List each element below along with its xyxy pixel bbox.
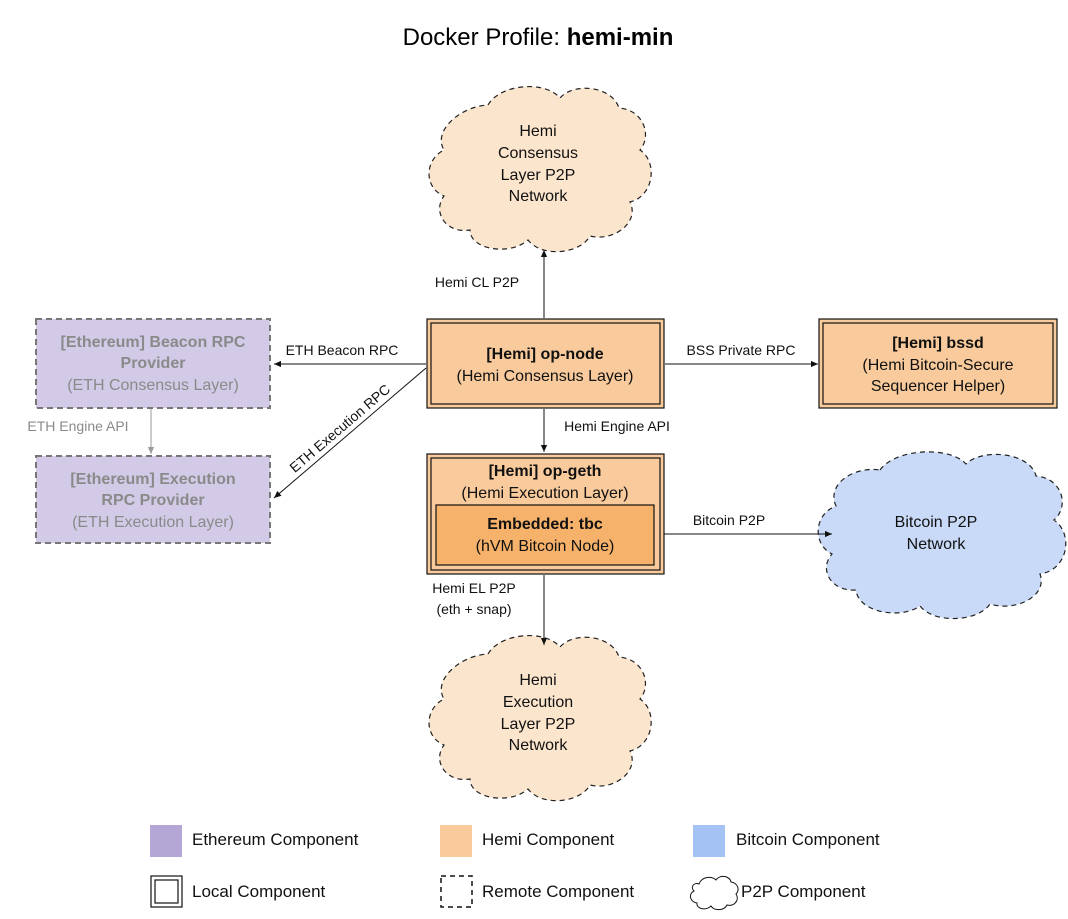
edge-label-cl-p2p: Hemi CL P2P bbox=[435, 274, 519, 290]
cloud-label-line: Consensus bbox=[498, 145, 578, 162]
hemi-consensus-p2p-cloud: Hemi Consensus Layer P2P Network bbox=[428, 86, 652, 253]
edge-label-eth-execution-rpc: ETH Execution RPC bbox=[286, 381, 393, 476]
legend-bitcoin-swatch bbox=[693, 825, 725, 857]
legend-p2p-icon bbox=[689, 875, 739, 911]
edge-label-eth-beacon-rpc: ETH Beacon RPC bbox=[286, 342, 399, 358]
cloud-label-line: Network bbox=[509, 737, 569, 754]
bitcoin-p2p-cloud: Bitcoin P2P Network bbox=[817, 451, 1067, 620]
cloud-label-line: Network bbox=[509, 188, 569, 205]
legend-remote-icon bbox=[440, 875, 473, 908]
cloud-label-line: Layer P2P bbox=[501, 167, 576, 184]
eth-execution-rpc-provider: [Ethereum] Execution RPC Provider (ETH E… bbox=[35, 455, 271, 544]
legend-hemi-label: Hemi Component bbox=[482, 830, 615, 849]
edge-label-el-p2p-sub: (eth + snap) bbox=[436, 601, 511, 617]
eth-beacon-line3: (ETH Consensus Layer) bbox=[67, 377, 239, 394]
cloud-label-line: Network bbox=[907, 536, 967, 553]
edges: Hemi CL P2P ETH Beacon RPC BSS Private R… bbox=[27, 250, 832, 645]
op-geth-box: [Hemi] op-geth (Hemi Execution Layer) Em… bbox=[426, 453, 665, 575]
cloud-label-line: Execution bbox=[503, 694, 573, 711]
legend-hemi-swatch bbox=[440, 825, 472, 857]
eth-beacon-rpc-provider: [Ethereum] Beacon RPC Provider (ETH Cons… bbox=[35, 318, 271, 409]
legend-bitcoin-label: Bitcoin Component bbox=[736, 830, 880, 849]
bssd-line1: [Hemi] bssd bbox=[892, 335, 984, 352]
diagram-title: Docker Profile: hemi-min bbox=[403, 24, 674, 51]
op-node-line2: (Hemi Consensus Layer) bbox=[457, 368, 634, 385]
eth-exec-line2: RPC Provider bbox=[101, 492, 204, 509]
bssd-line3: Sequencer Helper) bbox=[871, 378, 1005, 395]
edge-label-bitcoin-p2p: Bitcoin P2P bbox=[693, 512, 765, 528]
legend-local-label: Local Component bbox=[192, 882, 326, 901]
eth-exec-line1: [Ethereum] Execution bbox=[70, 471, 235, 488]
bssd-line2: (Hemi Bitcoin-Secure bbox=[862, 357, 1013, 374]
edge-eth-execution-rpc bbox=[273, 367, 427, 499]
legend-local-icon bbox=[150, 875, 183, 908]
cloud-label-line: Hemi bbox=[519, 123, 556, 140]
legend-remote-label: Remote Component bbox=[482, 882, 634, 901]
hemi-execution-p2p-cloud: Hemi Execution Layer P2P Network bbox=[428, 635, 652, 802]
edge-label-bss-private-rpc: BSS Private RPC bbox=[687, 342, 796, 358]
bssd-box: [Hemi] bssd (Hemi Bitcoin-Secure Sequenc… bbox=[818, 318, 1058, 409]
eth-beacon-line2: Provider bbox=[121, 355, 186, 372]
legend-ethereum-swatch bbox=[150, 825, 182, 857]
edge-label-hemi-engine-api: Hemi Engine API bbox=[564, 418, 670, 434]
legend-ethereum-label: Ethereum Component bbox=[192, 830, 359, 849]
legend: Ethereum Component Hemi Component Bitcoi… bbox=[150, 825, 880, 911]
op-node-box: [Hemi] op-node (Hemi Consensus Layer) bbox=[426, 318, 665, 409]
op-node-line1: [Hemi] op-node bbox=[486, 346, 603, 363]
tbc-line2: (hVM Bitcoin Node) bbox=[476, 538, 615, 555]
tbc-line1: Embedded: tbc bbox=[487, 516, 603, 533]
cloud-label-line: Layer P2P bbox=[501, 716, 576, 733]
eth-exec-line3: (ETH Execution Layer) bbox=[72, 514, 234, 531]
op-geth-line2: (Hemi Execution Layer) bbox=[461, 485, 628, 502]
eth-beacon-line1: [Ethereum] Beacon RPC bbox=[61, 334, 246, 351]
edge-label-el-p2p: Hemi EL P2P bbox=[432, 580, 516, 596]
edge-label-eth-engine-api: ETH Engine API bbox=[27, 418, 128, 434]
op-geth-line1: [Hemi] op-geth bbox=[489, 463, 602, 480]
cloud-label-line: Bitcoin P2P bbox=[895, 514, 978, 531]
tbc-box bbox=[435, 504, 655, 566]
cloud-label-line: Hemi bbox=[519, 672, 556, 689]
legend-p2p-label: P2P Component bbox=[741, 882, 866, 901]
